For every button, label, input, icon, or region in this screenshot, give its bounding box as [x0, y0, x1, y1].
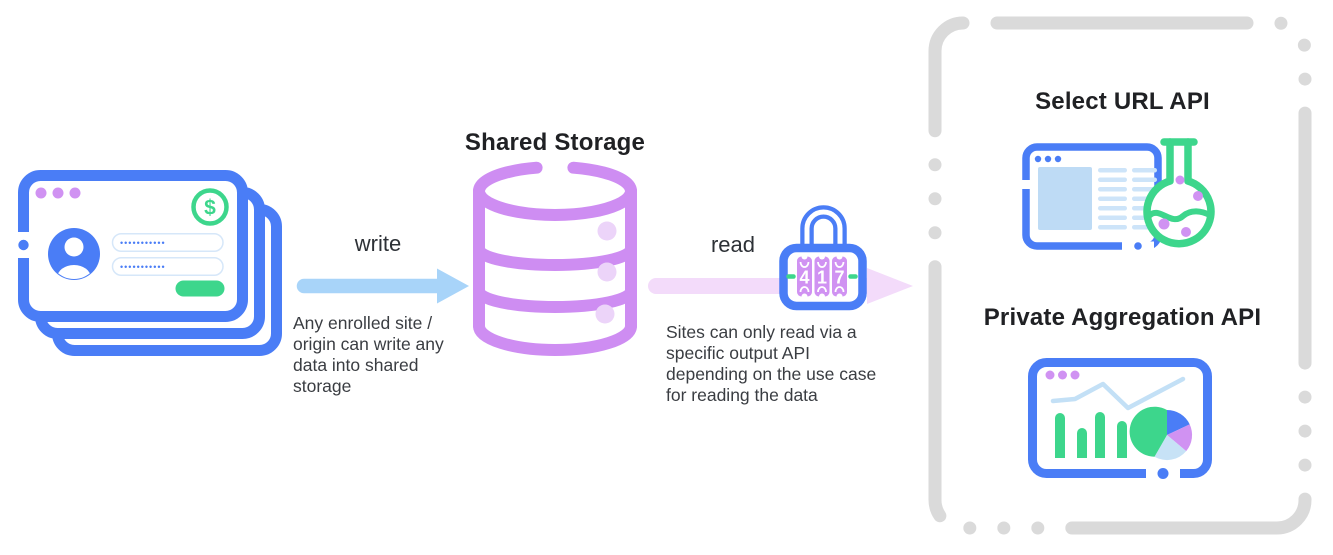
window-dots-icon — [35, 187, 81, 199]
dial-digit-1: 4 — [799, 268, 809, 288]
dollar-badge-icon: $ — [191, 188, 229, 226]
pie-chart-icon — [1129, 406, 1193, 461]
private-aggregation-api-title: Private Aggregation API — [983, 304, 1262, 331]
dial-digit-3: 7 — [834, 268, 844, 288]
dial-2 — [814, 256, 830, 297]
password-dots: ••••••••••• — [120, 262, 166, 272]
select-url-api-title: Select URL API — [1035, 88, 1210, 115]
dial-digit-2: 1 — [817, 268, 827, 288]
shared-storage-title: Shared Storage — [464, 129, 646, 156]
padlock-icon: 4 1 7 — [779, 205, 867, 311]
border-gap — [1020, 180, 1032, 189]
shackle-core — [804, 209, 843, 248]
username-dots: ••••••••••• — [120, 238, 166, 248]
submit-button — [175, 280, 225, 297]
read-arrow-lock: 4 1 7 — [648, 205, 913, 311]
liquid-wave — [1146, 208, 1213, 223]
border-dot — [1157, 468, 1169, 479]
private-aggregation-api-icon — [1028, 358, 1212, 479]
read-caption: Sites can only read via a specific outpu… — [666, 322, 877, 405]
dial-1 — [797, 256, 812, 297]
cylinder-bottom — [473, 320, 637, 356]
browser-stack-icon: $ ••••••••••• ••••••••••• — [16, 170, 282, 356]
cylinder-top — [473, 161, 637, 221]
window-dots-icon — [1045, 370, 1080, 380]
write-caption: Any enrolled site / origin can write any… — [293, 313, 444, 396]
cylinder-band-2 — [473, 285, 637, 313]
cylinder-band-1 — [473, 243, 637, 271]
flask-icon — [1143, 138, 1215, 248]
output-api-boundary — [928, 16, 1312, 535]
select-url-api-icon — [1020, 138, 1215, 252]
border-dot — [1134, 242, 1142, 250]
write-label: write — [354, 231, 402, 256]
line-chart-icon — [1050, 376, 1186, 411]
database-icon — [473, 161, 637, 356]
border-dot — [18, 239, 29, 251]
dollar-symbol: $ — [204, 197, 216, 220]
dashed-border — [928, 16, 1312, 535]
user-avatar-icon — [48, 228, 100, 280]
password-field — [111, 257, 224, 276]
username-field — [111, 233, 224, 252]
read-label: read — [710, 232, 756, 257]
content-block — [1038, 167, 1092, 230]
write-arrow-icon — [296, 268, 469, 304]
dial-3 — [832, 256, 847, 297]
flask-bubbles — [1158, 175, 1203, 237]
combination-dials: 4 1 7 — [786, 253, 858, 300]
bar-chart-icon — [1055, 412, 1127, 458]
database-lights — [595, 221, 617, 324]
window-dots-icon — [1034, 155, 1062, 163]
